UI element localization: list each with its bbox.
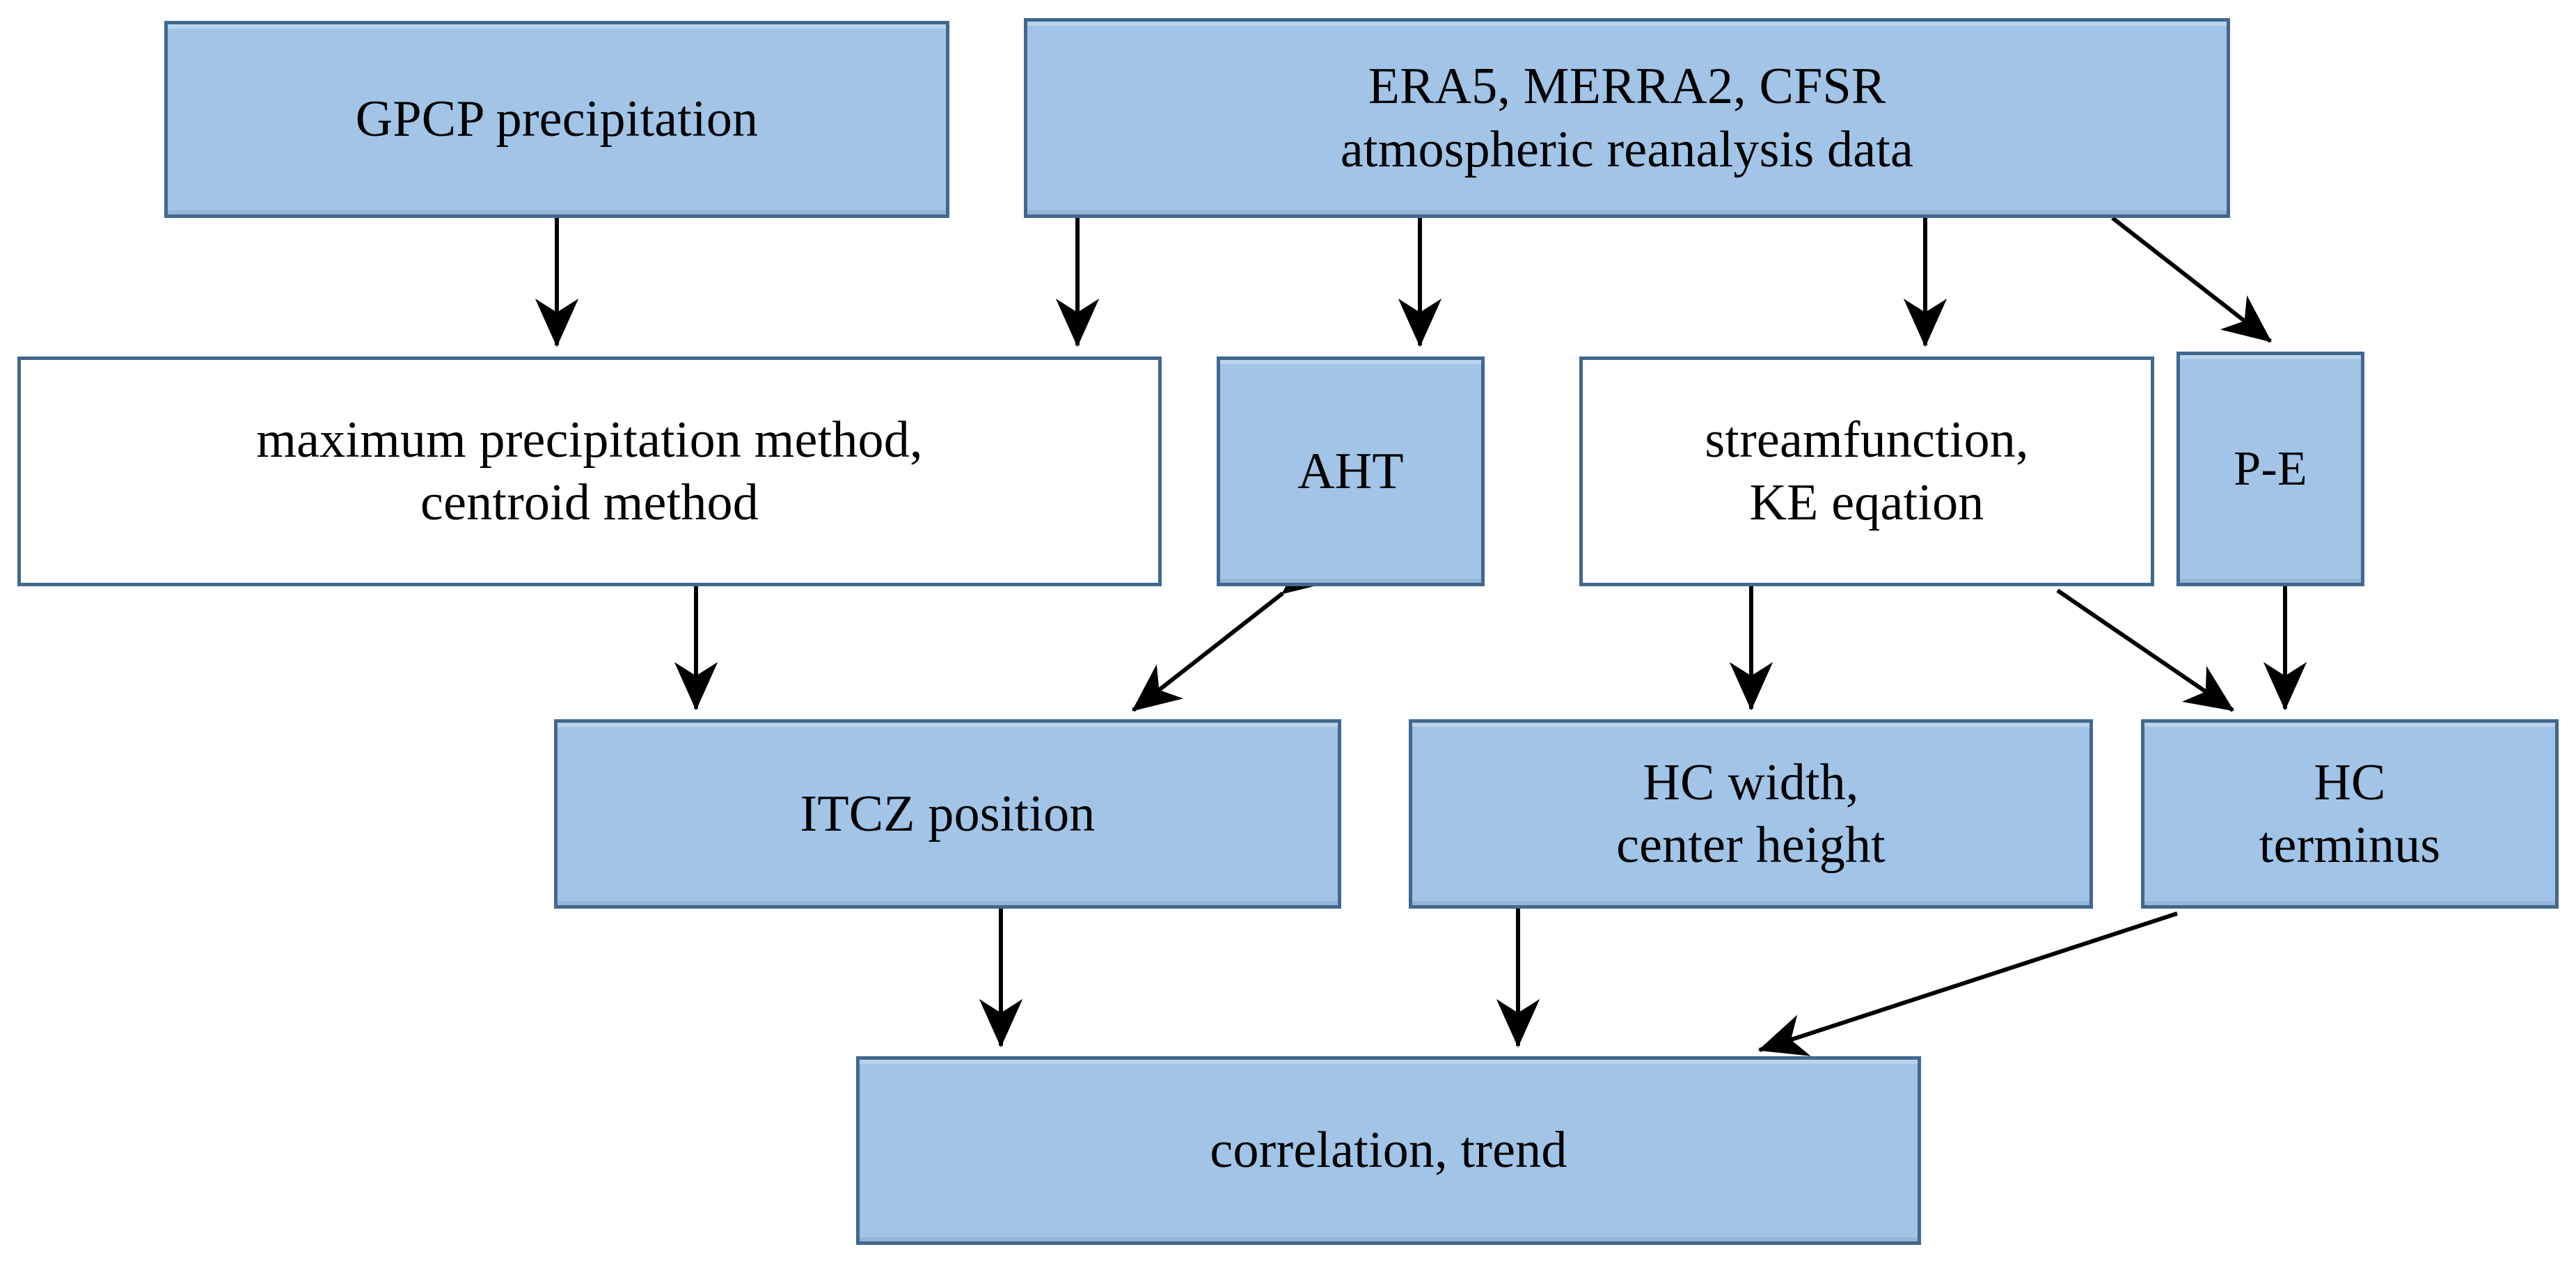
node-itcz-position-label: ITCZ position bbox=[800, 785, 1096, 842]
node-itcz-methods[interactable]: maximum precipitation method, centroid m… bbox=[17, 356, 1162, 586]
node-reanalysis-data-label: ERA5, MERRA2, CFSR atmospheric reanalysi… bbox=[1340, 58, 1914, 178]
node-streamfunction-ke[interactable]: streamfunction, KE eqation bbox=[1579, 356, 2154, 586]
node-reanalysis-data[interactable]: ERA5, MERRA2, CFSR atmospheric reanalysi… bbox=[1024, 18, 2230, 218]
node-hc-width-center-height[interactable]: HC width, center height bbox=[1409, 719, 2093, 909]
node-streamfunction-ke-label: streamfunction, KE eqation bbox=[1705, 411, 2029, 531]
edge-streamfunction-to-hcterminus bbox=[2056, 588, 2234, 712]
node-correlation-trend[interactable]: correlation, trend bbox=[856, 1056, 1921, 1245]
node-gpcp-precipitation-label: GPCP precipitation bbox=[355, 91, 759, 148]
node-itcz-position[interactable]: ITCZ position bbox=[554, 719, 1341, 909]
node-p-minus-e[interactable]: P-E bbox=[2176, 352, 2364, 586]
node-aht[interactable]: AHT bbox=[1217, 356, 1485, 586]
node-hc-width-center-height-label: HC width, center height bbox=[1616, 753, 1886, 874]
node-gpcp-precipitation[interactable]: GPCP precipitation bbox=[164, 21, 949, 218]
edge-hcterminus-to-correlation bbox=[1757, 911, 2178, 1056]
node-hc-terminus-label: HC terminus bbox=[2259, 753, 2441, 874]
node-correlation-trend-label: correlation, trend bbox=[1210, 1122, 1567, 1179]
node-itcz-methods-label: maximum precipitation method, centroid m… bbox=[256, 411, 923, 531]
edge-aht-itcz-bidirectional bbox=[1132, 547, 1334, 712]
node-hc-terminus[interactable]: HC terminus bbox=[2141, 719, 2559, 909]
edge-reanalysis-to-pe bbox=[2111, 216, 2272, 343]
node-aht-label: AHT bbox=[1297, 442, 1404, 500]
node-p-minus-e-label: P-E bbox=[2234, 441, 2307, 496]
